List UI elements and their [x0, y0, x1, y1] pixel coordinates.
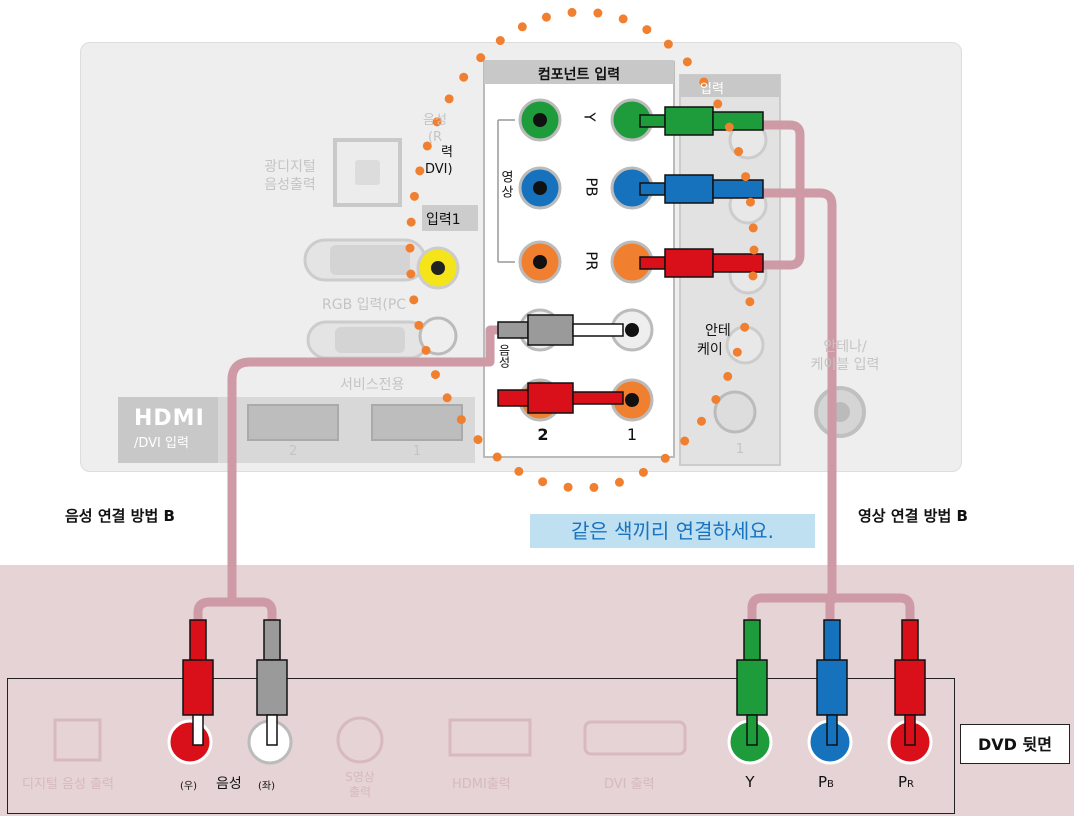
right-jack-number: 1: [735, 442, 745, 457]
input1-label: 입력1: [426, 212, 461, 228]
cable-audio-main: [227, 335, 495, 605]
jack-number-1: 1: [626, 425, 638, 444]
dvd-dvi-port-icon: [583, 720, 687, 756]
dvd-y-plug-icon: [736, 619, 768, 746]
component-pr-label: PR: [582, 251, 601, 271]
dvd-y-label: Y: [745, 773, 755, 791]
optical-out-label: 광디지털 음성출력: [264, 159, 316, 193]
dvi-partial-label: 력 DVI): [425, 145, 453, 177]
dvd-hdmi-out-label: HDMI출력: [452, 777, 511, 792]
dvd-pb-label: PB: [818, 773, 834, 791]
component-input-header: 컴포넌트 입력: [537, 67, 621, 83]
dvd-audio-r-jack-icon: [167, 719, 213, 765]
dvd-back-panel: [7, 678, 955, 814]
dvd-audio-left-label: (좌): [258, 781, 276, 792]
tv-pr-plug-icon: [639, 248, 764, 278]
dvd-hdmi-port-icon: [448, 718, 532, 757]
cables: [193, 120, 915, 625]
dvd-pr-plug-icon: [894, 619, 926, 746]
right-input-header: 입력: [700, 82, 724, 97]
dvd-audio-right-label: (우): [180, 781, 198, 792]
hdmi-logo-bg: [118, 397, 218, 463]
rgb-port-inner-icon: [330, 245, 410, 275]
dvd-optical-port-icon: [53, 718, 102, 762]
audio-side-label: 음성: [497, 344, 511, 368]
hdmi-logo: HDMI: [134, 406, 205, 431]
audio-method-caption: 음성 연결 방법 B: [65, 507, 175, 525]
dvd-audio-r-plug-icon: [182, 619, 214, 746]
video-side-label: 영상: [498, 170, 513, 200]
yellow-jack-center-icon: [431, 261, 445, 275]
dvd-audio-l-plug-icon: [256, 619, 288, 746]
highlight-dotted-ellipse: [405, 7, 759, 493]
dvd-pb-plug-icon: [816, 619, 848, 746]
tv-audio-l-plug-icon: [497, 314, 624, 346]
dvd-pr-label: PR: [898, 773, 914, 791]
dvd-svideo-port-icon: [336, 716, 384, 764]
dvd-audio-label: 음성: [216, 776, 242, 792]
service-port-inner-icon: [335, 327, 405, 353]
component-y-label: Y: [580, 112, 599, 122]
cable-pb-main: [755, 188, 837, 605]
optical-port-inner-icon: [355, 160, 380, 185]
dvd-svideo-label: S영상 출력: [345, 770, 375, 799]
jack-number-2: 2: [537, 425, 549, 444]
antenna-partial-label: 안테 케이: [697, 323, 731, 358]
dvd-optical-out-label: 디지털 음성 출력: [22, 777, 114, 792]
component-pb-label: PB: [582, 177, 601, 197]
right-jack-5-icon: [713, 390, 757, 434]
right-jack-4-icon: [725, 325, 765, 365]
video-method-caption: 영상 연결 방법 B: [858, 507, 968, 525]
hdmi-dvi-input-label: /DVI 입력: [134, 436, 189, 451]
hdmi-port-2-number: 2: [288, 444, 298, 459]
dvd-dvi-out-label: DVI 출력: [604, 777, 655, 792]
white-jack-icon: [418, 316, 458, 356]
tv-pb-plug-icon: [639, 174, 764, 204]
cable-audio-split: [193, 597, 277, 625]
right-input-header-bg: [680, 75, 780, 97]
service-only-label: 서비스전용: [340, 377, 405, 393]
dvd-back-label: DVD 뒷면: [960, 724, 1070, 764]
component-header-bg: [484, 60, 674, 84]
tv-audio-r-plug-icon: [497, 382, 624, 414]
antenna-cable-input-label: 안테나/ 케이블 입력: [810, 339, 880, 373]
hdmi-port-1-number: 1: [412, 444, 422, 459]
audio-rl-partial-label: 음성 (R: [423, 113, 447, 145]
input1-label-bg: [422, 205, 478, 231]
rgb-input-label: RGB 입력(PC: [322, 297, 407, 313]
hdmi-port-2-icon: [247, 404, 339, 441]
same-color-caption: 같은 색끼리 연결하세요.: [530, 514, 815, 548]
hdmi-port-1-icon: [371, 404, 463, 441]
